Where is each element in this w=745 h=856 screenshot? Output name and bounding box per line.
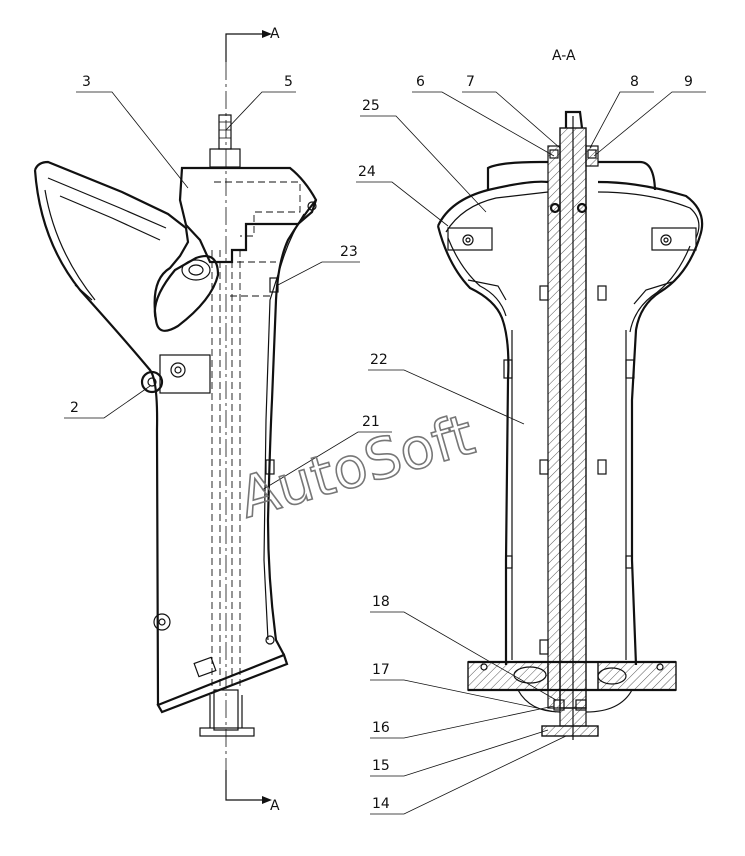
callout-15: 15 [372,758,390,774]
hinge-bracket [153,254,220,332]
hood-left [437,180,549,227]
section-mark-top: A [270,26,280,42]
callouts-right: 6 7 8 9 25 24 22 18 17 16 15 14 [356,74,706,815]
callout-24: 24 [358,164,376,180]
callout-8: 8 [630,74,639,90]
callout-16: 16 [372,720,390,736]
grease-fitting [209,114,241,168]
foot-plate [199,727,255,737]
foot-plate-section [541,725,599,737]
outer-wall-right [630,235,702,666]
callout-9: 9 [684,74,693,90]
scoop-upper-edge [33,160,190,321]
section-mark-bottom: A [270,798,280,814]
callouts-left: 3 5 23 2 21 [64,74,392,491]
body-right-contour [266,199,317,656]
callout-22: 22 [370,352,388,368]
watermark: AutoSoft [232,403,481,532]
section-marker-bottom: A [225,770,280,814]
hood-right [597,180,704,237]
bottom-flange [156,653,289,714]
callout-5: 5 [284,74,293,90]
callout-18: 18 [372,594,390,610]
pivot-bolt [140,370,164,394]
section-title: A-A [552,48,576,64]
callout-2: 2 [70,400,79,416]
callout-23: 23 [340,244,358,260]
callout-21: 21 [362,414,380,430]
base-plate-left [467,661,549,691]
side-view: A A [33,26,392,814]
callout-7: 7 [466,74,475,90]
callout-3: 3 [82,74,91,90]
scoop-outer-edge [33,169,160,706]
callout-25: 25 [362,98,380,114]
outer-wall-left [436,225,510,665]
section-marker-top: A [225,26,280,62]
callout-6: 6 [416,74,425,90]
callout-17: 17 [372,662,390,678]
section-view: A-A [356,48,706,815]
base-plate-right [597,661,677,691]
callout-14: 14 [372,796,390,812]
